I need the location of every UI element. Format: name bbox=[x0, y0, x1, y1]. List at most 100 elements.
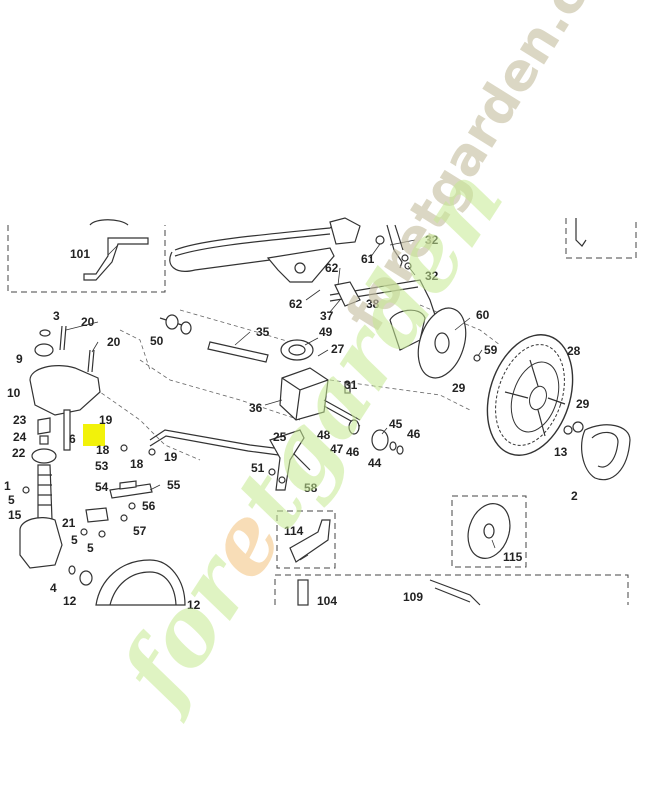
pulley-50 bbox=[165, 314, 179, 330]
label-24: 24 bbox=[13, 430, 27, 444]
handle-part bbox=[575, 218, 587, 247]
part-101 bbox=[83, 219, 149, 281]
screw-18 bbox=[148, 448, 156, 456]
label-21: 21 bbox=[62, 516, 76, 530]
hubcap-center bbox=[434, 332, 450, 354]
cable bbox=[149, 435, 287, 457]
label-46: 46 bbox=[346, 445, 360, 459]
leader bbox=[65, 321, 99, 331]
screw-5 bbox=[22, 486, 30, 494]
leader-lines bbox=[65, 239, 496, 561]
box-115 bbox=[451, 495, 527, 568]
gearbox-36 bbox=[279, 367, 329, 421]
label-29: 29 bbox=[576, 397, 590, 411]
bearing-12 bbox=[79, 570, 93, 586]
label-13: 13 bbox=[554, 445, 568, 459]
label-101: 101 bbox=[70, 247, 90, 261]
label-2: 2 bbox=[571, 489, 578, 503]
box-101 bbox=[7, 225, 166, 293]
label-32: 32 bbox=[425, 269, 439, 283]
front-wheel-rim bbox=[109, 571, 177, 606]
handle-lever bbox=[386, 224, 403, 269]
handle-frame bbox=[169, 217, 587, 272]
label-62: 62 bbox=[325, 261, 339, 275]
label-9: 9 bbox=[16, 352, 23, 366]
small-parts bbox=[80, 444, 286, 538]
screw-19 bbox=[120, 444, 128, 452]
label-23: 23 bbox=[13, 413, 27, 427]
label-36: 36 bbox=[249, 401, 263, 415]
washer-4 bbox=[68, 565, 76, 575]
washer-3 bbox=[39, 329, 51, 337]
label-31: 31 bbox=[344, 378, 358, 392]
lever-25 bbox=[269, 429, 305, 491]
cable bbox=[149, 429, 311, 471]
label-37: 37 bbox=[320, 309, 334, 323]
hubcap-disc bbox=[417, 307, 467, 379]
label-57: 57 bbox=[133, 524, 147, 538]
label-49: 49 bbox=[319, 325, 333, 339]
screw-51 bbox=[268, 468, 276, 476]
motor-outline bbox=[89, 219, 129, 226]
part-114-115 bbox=[289, 503, 511, 563]
guide-line bbox=[329, 379, 471, 411]
label-20: 20 bbox=[107, 335, 121, 349]
leader bbox=[454, 317, 471, 331]
label-5: 5 bbox=[8, 493, 15, 507]
wheel-spokes bbox=[504, 359, 566, 437]
label-59: 59 bbox=[484, 343, 498, 357]
label-53: 53 bbox=[95, 459, 109, 473]
handle-bracket bbox=[329, 217, 361, 245]
label-55: 55 bbox=[167, 478, 181, 492]
cap-9 bbox=[34, 343, 54, 357]
label-19: 19 bbox=[99, 413, 113, 427]
handle-bar bbox=[174, 221, 337, 251]
label-56: 56 bbox=[142, 499, 156, 513]
handle-lever bbox=[394, 224, 404, 251]
label-12: 12 bbox=[63, 594, 77, 608]
pulley-49-hub bbox=[288, 344, 306, 356]
part-31 bbox=[344, 382, 351, 394]
guide-line bbox=[119, 329, 151, 371]
label-54: 54 bbox=[95, 480, 109, 494]
label-62: 62 bbox=[289, 297, 303, 311]
disc-115 bbox=[467, 503, 511, 559]
bracket-101 bbox=[83, 237, 149, 281]
shaft-35 bbox=[207, 341, 269, 363]
label-18: 18 bbox=[96, 443, 110, 457]
label-115: 115 bbox=[503, 550, 523, 564]
label-5: 5 bbox=[87, 541, 94, 555]
label-12: 12 bbox=[187, 598, 201, 612]
part-labels: 101 32 32 61 62 62 37 38 3 20 20 9 10 35… bbox=[4, 233, 590, 612]
wheel-tyre bbox=[486, 334, 574, 456]
wheel-tread bbox=[495, 344, 565, 446]
disc-115-center bbox=[483, 523, 495, 539]
washer-29 bbox=[572, 421, 584, 433]
handle-bar bbox=[169, 251, 271, 272]
label-51: 51 bbox=[251, 461, 265, 475]
label-35: 35 bbox=[256, 325, 270, 339]
bearing-48 bbox=[348, 419, 360, 435]
leader bbox=[389, 239, 416, 246]
screw-5 bbox=[80, 528, 88, 536]
washer-46 bbox=[389, 441, 397, 451]
highlight-marker bbox=[83, 424, 105, 446]
label-6: 6 bbox=[69, 432, 76, 446]
lever-109 bbox=[429, 579, 481, 606]
screw-5 bbox=[98, 530, 106, 538]
label-104: 104 bbox=[317, 594, 337, 608]
screw-32 bbox=[404, 262, 412, 270]
part-28-wheel bbox=[486, 334, 574, 456]
washer-56 bbox=[128, 502, 136, 510]
label-10: 10 bbox=[7, 386, 21, 400]
screw-57 bbox=[120, 514, 128, 522]
bolt-20 bbox=[87, 349, 95, 373]
label-44: 44 bbox=[368, 456, 382, 470]
part-2 bbox=[563, 421, 631, 481]
plate-22 bbox=[31, 448, 57, 464]
label-22: 22 bbox=[12, 446, 26, 460]
label-1: 1 bbox=[4, 479, 11, 493]
guide-line bbox=[89, 384, 201, 461]
label-5: 5 bbox=[71, 533, 78, 547]
